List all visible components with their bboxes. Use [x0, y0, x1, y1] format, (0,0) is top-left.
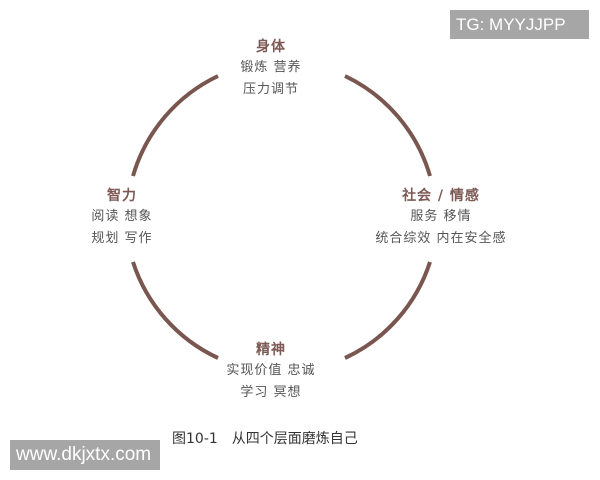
figure-number: 图10-1: [172, 431, 218, 447]
node-line: 阅读 想象: [91, 209, 153, 224]
figure-caption-text: 从四个层面磨炼自己: [231, 431, 358, 447]
node-line: 实现价值 忠诚: [226, 363, 316, 378]
node-mental: 智力 阅读 想象 规划 写作: [62, 186, 182, 250]
node-line: 规划 写作: [91, 231, 153, 246]
node-social-emotional: 社会 / 情感 服务 移情 统合综效 内在安全感: [356, 186, 526, 250]
node-line: 压力调节: [242, 82, 299, 97]
node-spiritual: 精神 实现价值 忠诚 学习 冥想: [206, 340, 336, 404]
node-physical: 身体 锻炼 营养 压力调节: [221, 37, 321, 101]
figure-caption: 图10-1 从四个层面磨炼自己: [172, 428, 358, 448]
watermark-telegram: TG: MYYJJPP: [450, 10, 589, 39]
watermark-website: www.dkjxtx.com: [10, 440, 160, 470]
arc-top-right: [344, 74, 432, 177]
node-line: 统合综效 内在安全感: [375, 231, 507, 246]
node-title: 智力: [107, 188, 137, 204]
arc-top-left: [131, 74, 219, 177]
node-line: 学习 冥想: [240, 385, 302, 400]
node-title: 社会 / 情感: [402, 188, 480, 204]
node-line: 锻炼 营养: [240, 60, 302, 75]
arc-bottom-left: [131, 261, 219, 360]
node-line: 服务 移情: [410, 209, 472, 224]
node-title: 身体: [256, 39, 286, 55]
node-title: 精神: [256, 342, 286, 358]
arc-bottom-right: [344, 261, 432, 360]
